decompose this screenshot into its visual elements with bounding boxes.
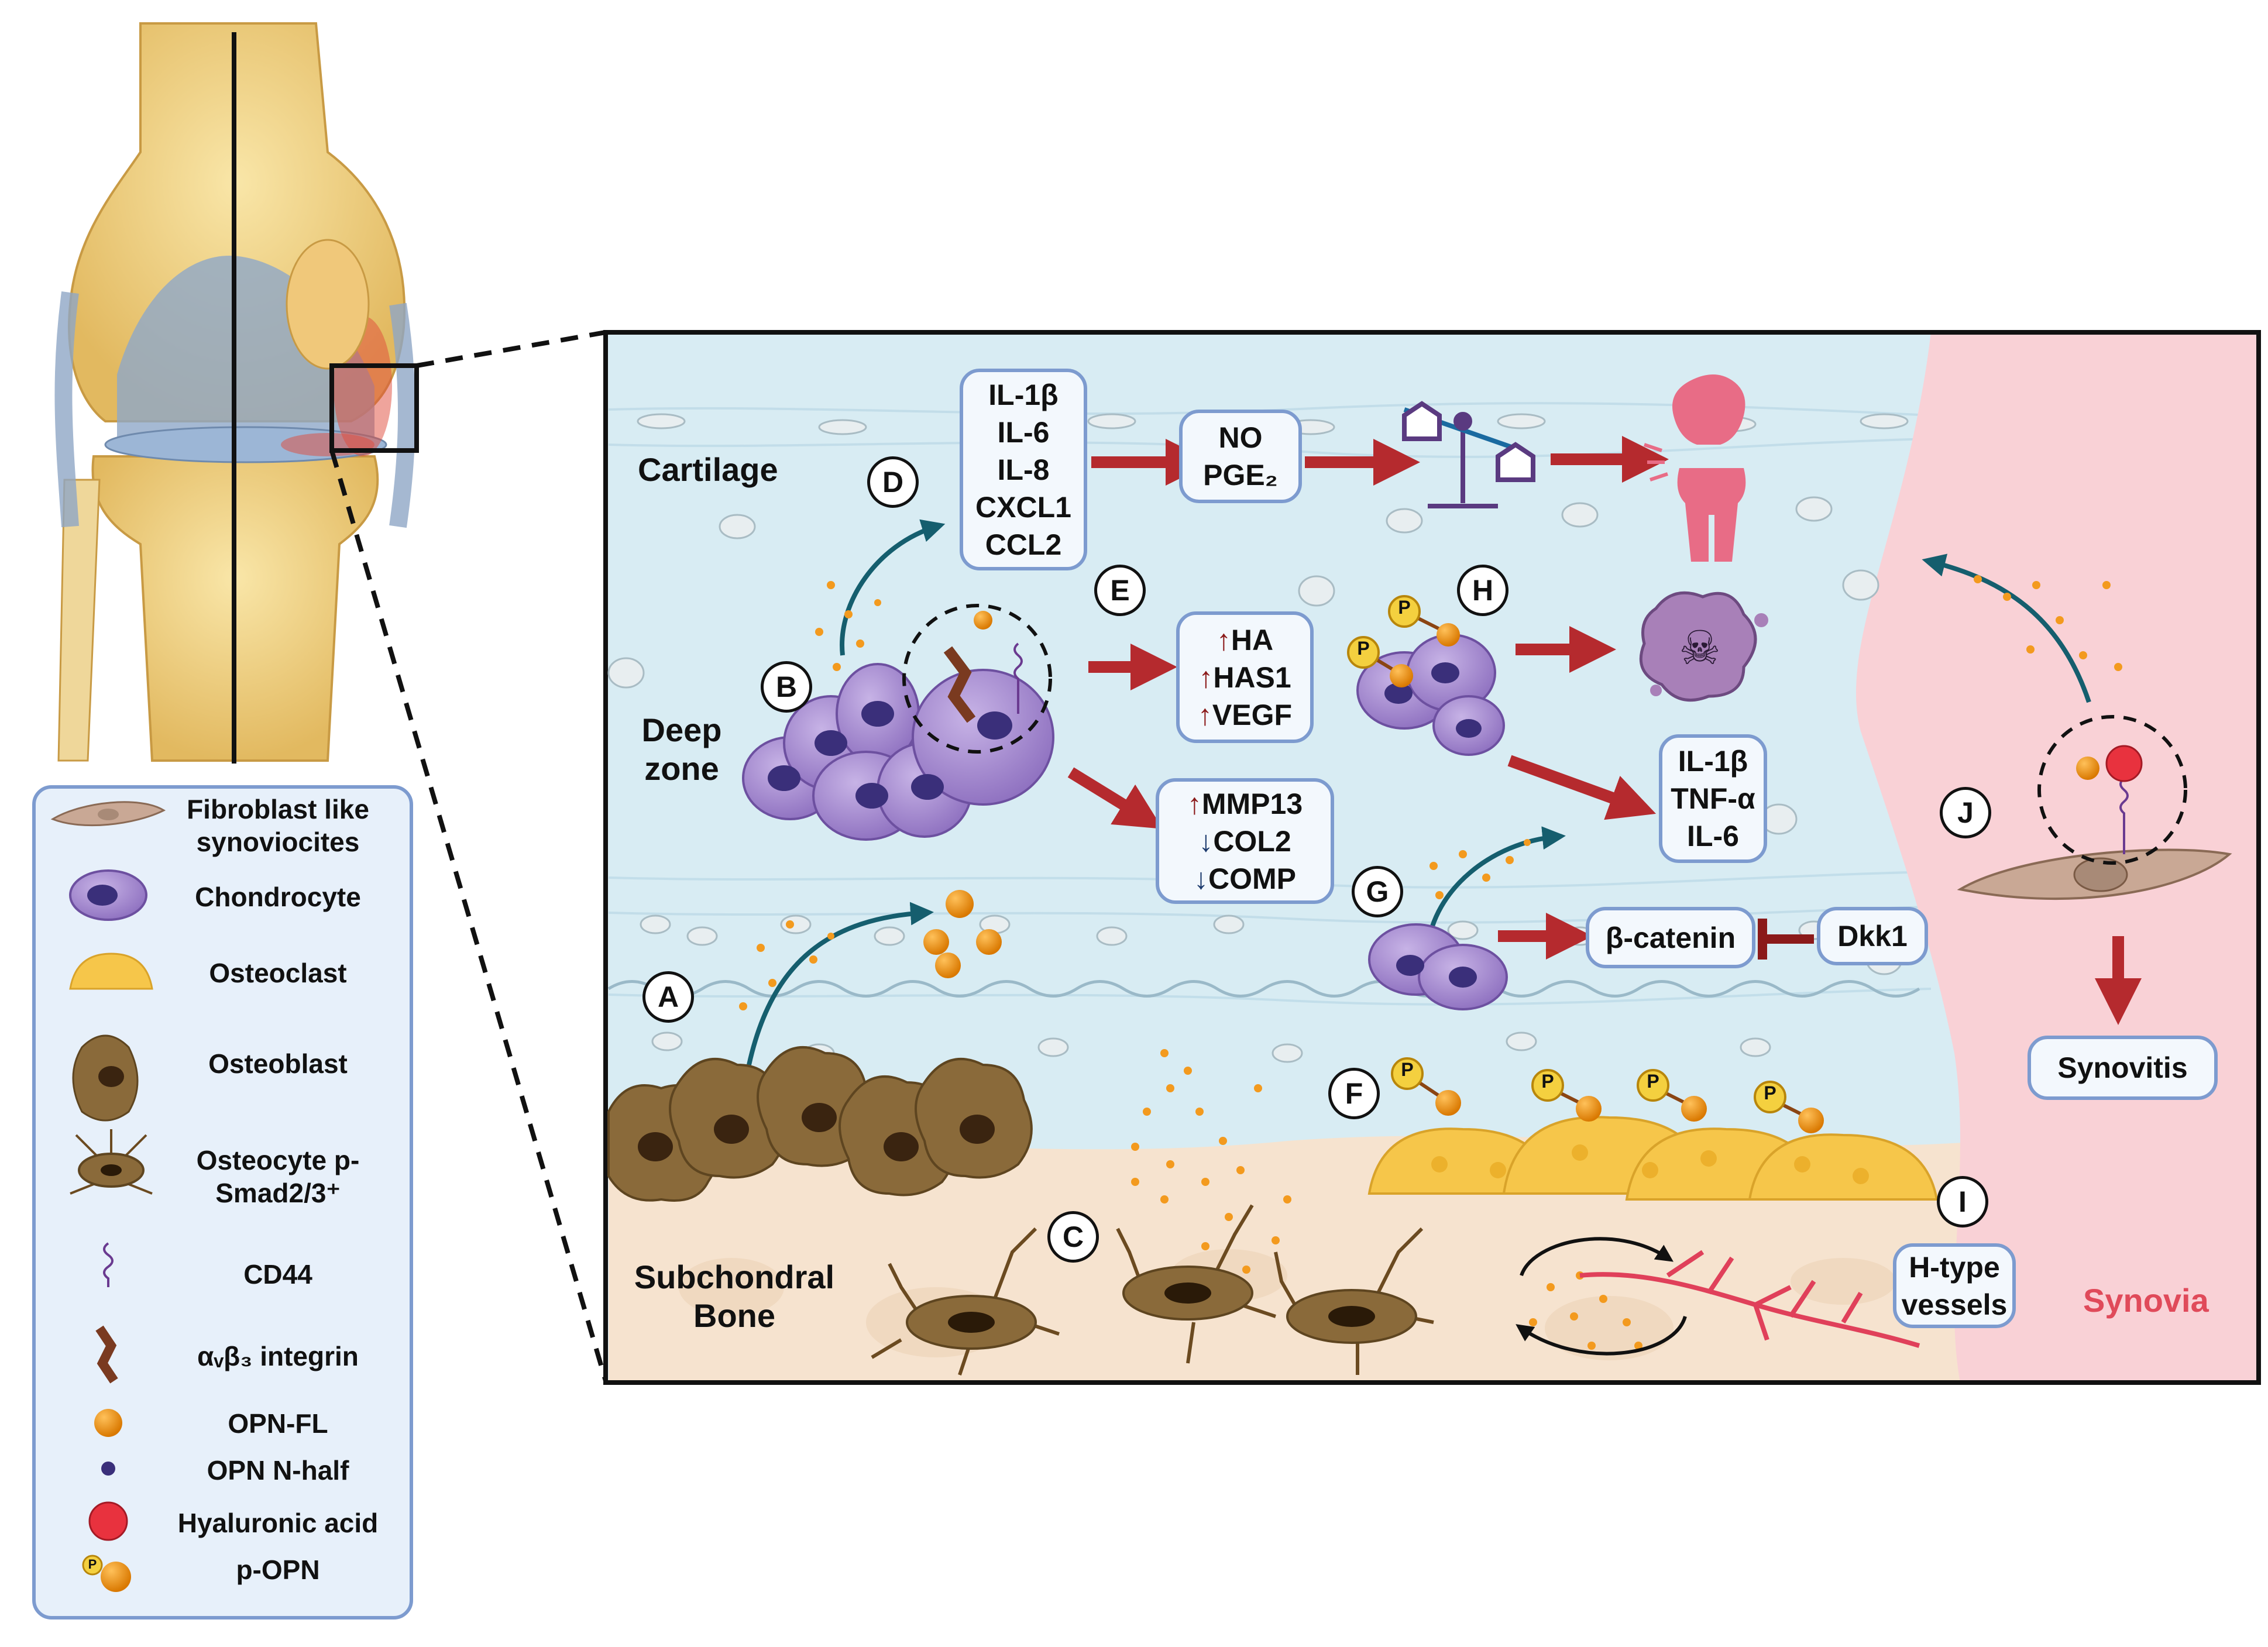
dkk1-inhibition (1758, 919, 1814, 960)
h-type-vessels-illustration (1579, 1250, 1920, 1348)
hyaluronic-acid-icon (88, 1501, 128, 1541)
chondrocyte-cluster-g (1368, 923, 1508, 1010)
osteoclast-icon (69, 953, 153, 990)
arrow-b-to-mmp (1067, 767, 1163, 829)
arrow-h-to-cytokines (1507, 755, 1657, 820)
p-opn-icon (82, 1555, 131, 1592)
chondrocyte-cluster-b (742, 604, 1054, 841)
osteoblast-row (607, 1046, 1033, 1202)
apoptotic-cell: ☠ (1639, 591, 1768, 702)
osteocyte-row (871, 1204, 1434, 1376)
integrin-icon (95, 1325, 118, 1384)
pathway-arrows (1067, 436, 2142, 1025)
cartilage-cells (607, 413, 1909, 1063)
damaged-joint-icon (1644, 374, 1746, 562)
opn-particles (739, 575, 2122, 1350)
svg-text:☠: ☠ (1679, 621, 1721, 675)
zoom-line-top (416, 330, 606, 368)
zoom-line-bottom (329, 449, 608, 1382)
opn-fl-icon (94, 1409, 122, 1437)
main-panel (603, 330, 2261, 1385)
osteoclast-row (1367, 1057, 1939, 1201)
opn-nhalf-icon (101, 1462, 115, 1476)
chondrocyte-cluster-h (1347, 595, 1505, 756)
fibroblast-nucleus-icon (98, 809, 119, 820)
osteocyte-icon (70, 1129, 153, 1195)
cd44-icon (103, 1242, 114, 1287)
opn-fl-cluster (923, 611, 1002, 978)
legend-box (32, 785, 413, 1620)
balance-scale-icon (1402, 401, 1535, 508)
vessel-cycle-arrows (1516, 1237, 1687, 1356)
synoviocyte-j (1957, 715, 2232, 900)
knee-joint-illustration (54, 22, 419, 764)
